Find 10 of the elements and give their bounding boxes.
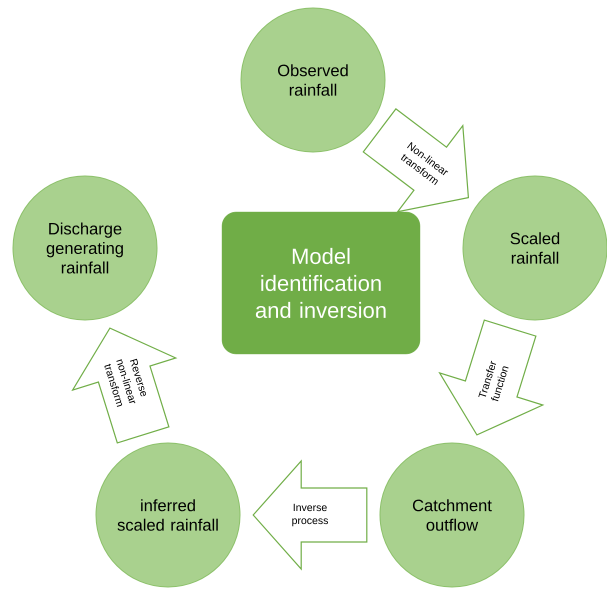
block-arrow — [438, 319, 544, 436]
circle-node: Scaled rainfall — [462, 176, 607, 320]
block-arrow — [252, 459, 368, 571]
circle-node: Catchment outflow — [380, 442, 524, 588]
process-box: Model identification and inversion — [222, 212, 420, 354]
circle-node: Discharge generating rainfall — [12, 176, 158, 320]
circle-node: inferred scaled rainfall — [96, 442, 240, 588]
circle-node: Observed rainfall — [240, 8, 386, 152]
block-arrow — [71, 327, 178, 444]
edge-label: Inverse process — [292, 504, 328, 526]
